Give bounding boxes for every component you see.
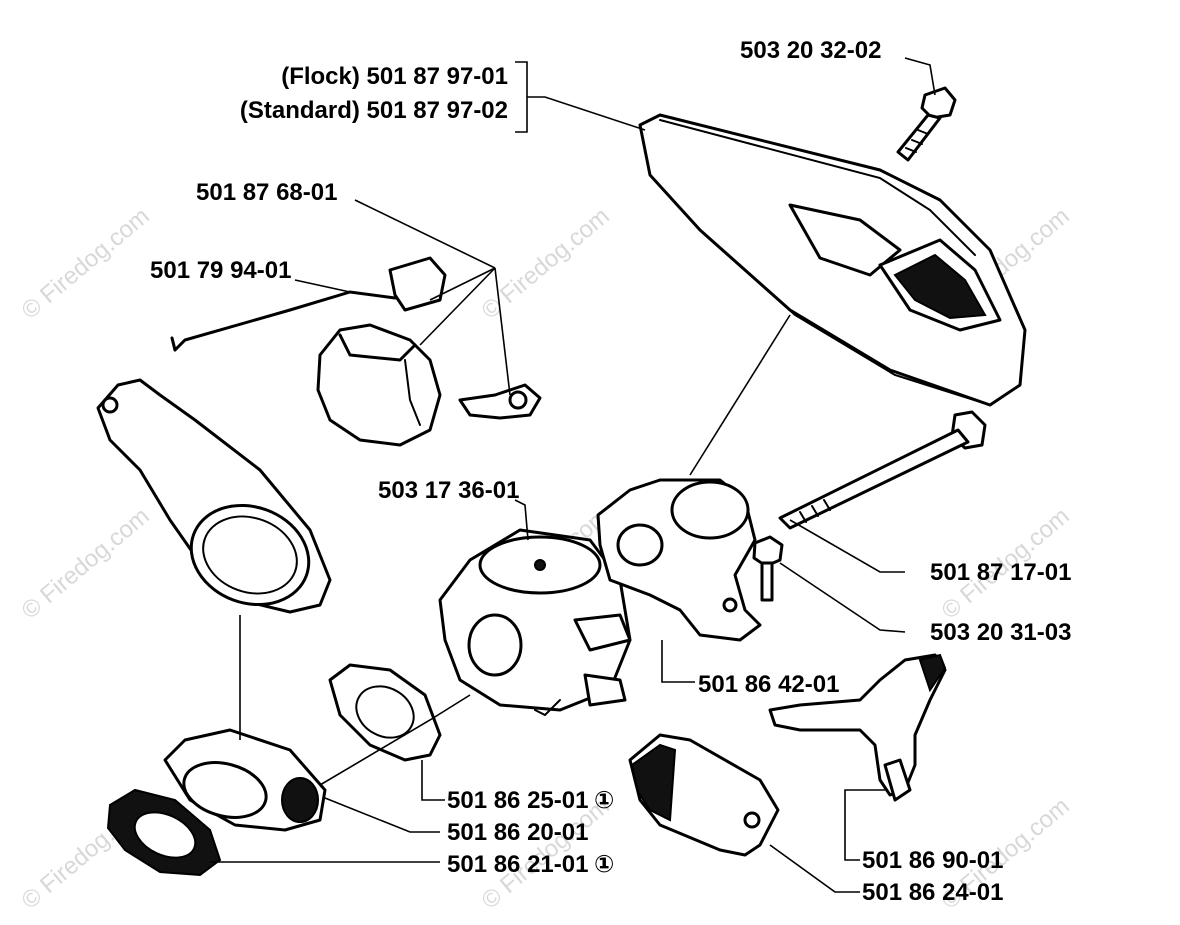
switch-assembly	[316, 256, 542, 447]
part-labels: (Flock) 501 87 97-01 (Standard) 501 87 9…	[150, 37, 1071, 906]
label-rod: 501 79 94-01	[150, 257, 291, 284]
air-filter-cover	[638, 113, 1027, 407]
choke-block	[628, 733, 780, 857]
label-flange: 501 86 42-01	[698, 671, 839, 698]
label-cover-flock: (Flock) 501 87 97-01	[281, 63, 508, 90]
label-cover-screw: 503 20 32-02	[740, 37, 881, 64]
note-mark: ①	[594, 851, 614, 878]
note-mark: ①	[594, 787, 614, 814]
cover-screw	[896, 86, 957, 162]
label-intake: 501 86 20-01	[447, 819, 588, 846]
wire-rod	[170, 290, 397, 352]
label-switch: 501 87 68-01	[196, 179, 337, 206]
label-carb-gasket: 501 86 25-01	[447, 787, 588, 814]
long-bolt	[778, 410, 987, 530]
label-lever: 501 86 90-01	[862, 847, 1003, 874]
carb-gasket	[328, 663, 442, 762]
watermark: © Firedog.com	[17, 203, 155, 325]
intake-adapter	[163, 728, 327, 832]
label-cover-standard: (Standard) 501 87 97-02	[240, 97, 508, 124]
label-intake-gasket: 501 86 21-01	[447, 851, 588, 878]
label-bolt: 501 87 17-01	[930, 559, 1071, 586]
intake-gasket	[106, 788, 222, 877]
choke-lever	[768, 653, 947, 802]
carb-flange	[596, 478, 762, 642]
hex-nut	[752, 535, 784, 602]
carb-shroud	[96, 378, 332, 614]
watermark: © Firedog.com	[17, 503, 155, 625]
carburetor	[438, 528, 632, 717]
label-block: 501 86 24-01	[862, 879, 1003, 906]
leader-lines	[210, 57, 936, 893]
label-carburetor: 503 17 36-01	[378, 477, 519, 504]
label-nut: 503 20 31-03	[930, 619, 1071, 646]
watermark: © Firedog.com	[477, 203, 615, 325]
